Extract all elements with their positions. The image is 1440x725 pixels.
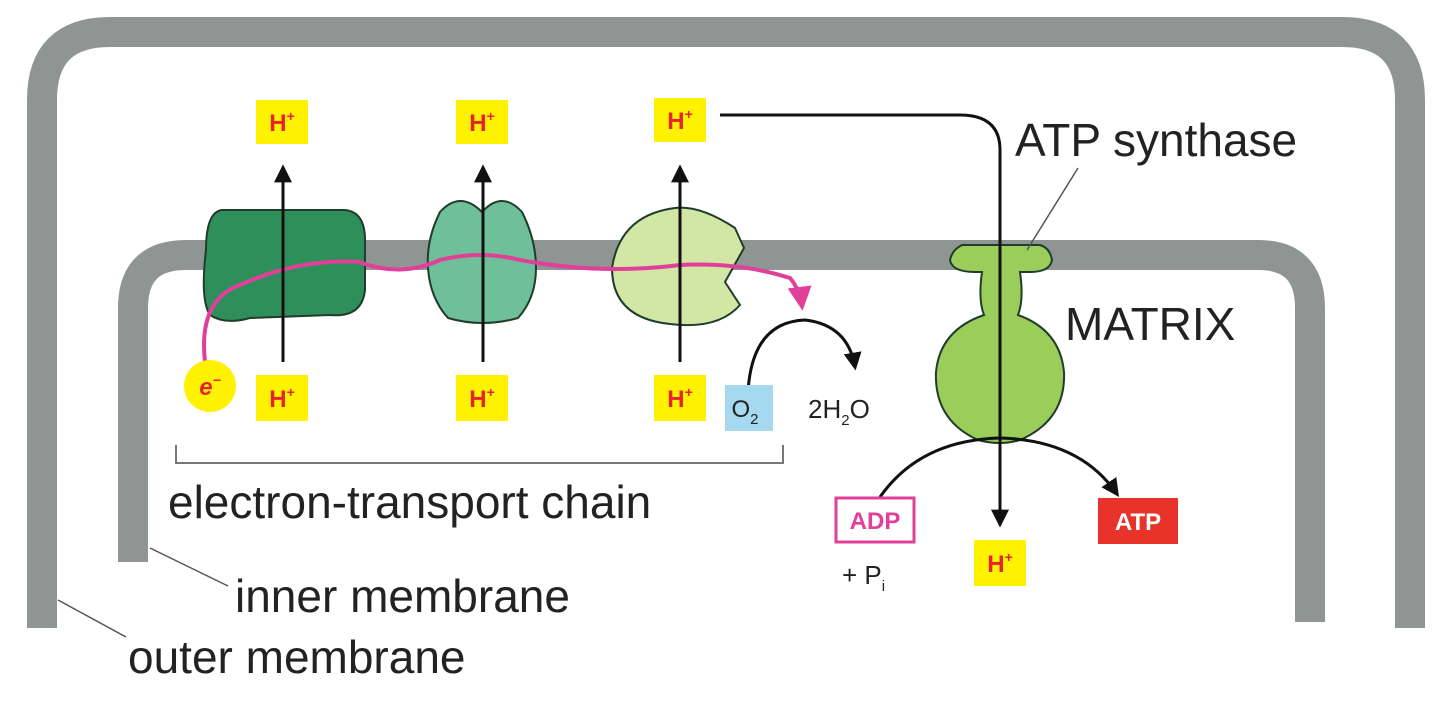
outer-membrane-label: outer membrane	[128, 631, 466, 683]
svg-text:H+: H+	[987, 549, 1013, 578]
proton-flow-arrow	[720, 113, 1009, 528]
proton-badge: H+	[456, 100, 508, 144]
phosphate-label: + Pi	[842, 560, 885, 595]
svg-text:H+: H+	[667, 106, 693, 135]
proton-badge: H+	[654, 375, 706, 421]
outer-membrane-leader	[57, 599, 127, 638]
svg-text:H+: H+	[469, 108, 495, 137]
proton-badge: H+	[256, 375, 308, 421]
svg-text:ATP: ATP	[1115, 509, 1161, 536]
electron-badge: e−	[184, 360, 236, 412]
water-formation-arrow	[746, 318, 862, 393]
proton-badge: H+	[256, 100, 308, 144]
svg-text:O2: O2	[731, 396, 758, 428]
oxygen-badge: O2	[725, 385, 773, 431]
svg-text:H+: H+	[469, 384, 495, 413]
proton-badge: H+	[974, 540, 1026, 586]
atp-formation-arrow	[878, 436, 1120, 498]
svg-text:H+: H+	[269, 108, 295, 137]
svg-text:ADP: ADP	[850, 508, 901, 535]
atp-synthase-label: ATP synthase	[1015, 114, 1297, 166]
inner-membrane-label: inner membrane	[235, 570, 570, 622]
electron-path	[202, 253, 812, 363]
etc-bracket	[175, 445, 784, 464]
svg-text:e−: e−	[199, 372, 221, 401]
inner-membrane-leader	[149, 547, 229, 587]
svg-text:H+: H+	[667, 384, 693, 413]
proton-badge: H+	[456, 375, 508, 421]
outer-membrane	[27, 17, 1425, 628]
proton-badge: H+	[654, 98, 706, 142]
etc-label: electron-transport chain	[168, 476, 651, 528]
svg-text:H+: H+	[269, 384, 295, 413]
matrix-label: MATRIX	[1065, 298, 1235, 350]
adp-badge: ADP	[834, 496, 916, 544]
atp-synthase-leader	[1026, 167, 1079, 251]
water-label: 2H2O	[808, 394, 870, 429]
atp-badge: ATP	[1098, 498, 1178, 544]
